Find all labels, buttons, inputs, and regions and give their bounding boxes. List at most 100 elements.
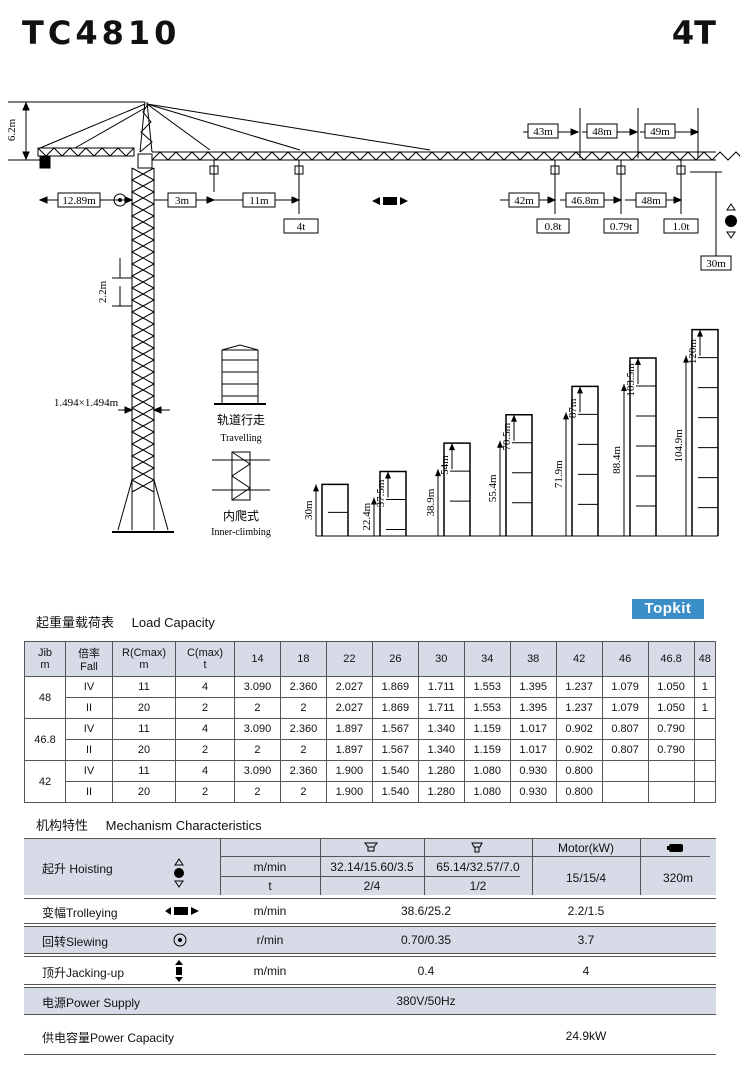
table-cell: 2 <box>279 697 327 719</box>
inner-cn: 内爬式 <box>223 509 259 523</box>
power-supply-label: 电源Power Supply <box>42 996 141 1010</box>
table-cell <box>693 781 717 803</box>
table-cell: 2.360 <box>279 676 327 698</box>
table-cell: 1.080 <box>463 781 511 803</box>
table-cell <box>601 760 649 782</box>
table-cell: 1.711 <box>417 676 465 698</box>
header-cmax: C(max)t <box>175 641 235 677</box>
dim-r468: 46.8m <box>571 195 599 207</box>
table-cell: 1.159 <box>463 718 511 740</box>
crane-diagram: 6.2m 12.89m 3m 11m 4t 43m 48m 49m 42m 46… <box>6 101 740 538</box>
slewing-icon <box>113 193 127 207</box>
table-cell: 20 <box>112 739 176 761</box>
dim-counter-jib: 12.89m <box>62 195 96 207</box>
arrow-head <box>313 484 319 492</box>
mech-title-en: Mechanism Characteristics <box>105 818 262 833</box>
jacking-motor: 4 <box>582 964 590 978</box>
mech-section-title: 机构特性 Mechanism Characteristics <box>36 815 276 834</box>
table-cell: 4 <box>175 760 235 782</box>
load-079: 0.79t <box>610 221 632 233</box>
table-cell: 1.237 <box>555 676 603 698</box>
table-cell: 1 <box>693 697 717 719</box>
dim-jib-43: 43m <box>533 126 553 138</box>
dim-section: 2.2m <box>97 280 109 303</box>
slewing-value: 0.70/0.35 <box>400 933 452 947</box>
slewing-motor: 3.7 <box>577 933 595 947</box>
slewing-row-icon <box>173 933 187 947</box>
dim-head-height: 6.2m <box>6 118 18 141</box>
jacking-value: 0.4 <box>417 964 435 978</box>
trolleying-icon <box>165 907 199 915</box>
header-radius-3: 26 <box>371 641 419 677</box>
header-radius-7: 42 <box>555 641 603 677</box>
dim-r42: 42m <box>514 195 534 207</box>
load-title-en: Load Capacity <box>131 615 215 630</box>
table-cell: IV <box>65 760 113 782</box>
power-capacity-label: 供电容量Power Capacity <box>42 1031 175 1045</box>
trolleying-motor: 2.2/1.5 <box>567 904 605 918</box>
table-cell: 3.090 <box>234 718 281 740</box>
max-capacity: 4T <box>671 14 716 52</box>
building-outline <box>691 328 719 536</box>
table-cell: 11 <box>112 718 176 740</box>
table-cell: 1.540 <box>371 760 419 782</box>
table-cell: 11 <box>112 676 176 698</box>
table-cell: 2.027 <box>325 676 373 698</box>
table-cell: 1.050 <box>647 697 695 719</box>
jacking-icon <box>175 960 183 982</box>
slewing-unit: r/min <box>256 933 284 947</box>
height-base-label: 55.4m <box>487 474 499 502</box>
header-radius-1: 18 <box>279 641 327 677</box>
arrow-head <box>577 386 583 394</box>
header-radius-9: 46.8 <box>647 641 695 677</box>
hoisting-unit-speed: m/min <box>253 860 287 874</box>
table-cell: 1.567 <box>371 739 419 761</box>
trolleying-unit: m/min <box>253 904 287 918</box>
dim-jib-48: 48m <box>592 126 612 138</box>
hook-a-icon <box>364 842 378 852</box>
dim-r48: 48m <box>641 195 661 207</box>
dim-mast-section: 1.494×1.494m <box>54 397 119 409</box>
header-radius-5: 34 <box>463 641 511 677</box>
table-cell: 2 <box>234 697 281 719</box>
load-08: 0.8t <box>545 221 562 233</box>
power-capacity-value: 24.9kW <box>565 1029 607 1043</box>
hoist-a-speed: 32.14/15.60/3.5 <box>330 860 414 874</box>
arrow-head <box>511 414 517 422</box>
table-cell: 1 <box>693 676 717 698</box>
table-cell: 1.017 <box>509 739 557 761</box>
table-cell: 1.280 <box>417 781 465 803</box>
table-cell: 1.900 <box>325 781 373 803</box>
building-outline <box>443 442 471 536</box>
table-cell: 1.395 <box>509 676 557 698</box>
table-cell: 1.340 <box>417 739 465 761</box>
slewing-label: 回转Slewing <box>42 935 109 949</box>
building-outline <box>321 483 349 536</box>
table-cell: 1.897 <box>325 718 373 740</box>
height-top-label: 54m <box>439 455 451 475</box>
table-cell: 1.050 <box>647 676 695 698</box>
arrow-head <box>621 383 627 391</box>
table-cell: II <box>65 781 113 803</box>
table-cell: 0.930 <box>509 760 557 782</box>
table-cell: 0.800 <box>555 760 603 782</box>
jib-length-cell: 42 <box>24 760 66 803</box>
table-cell: 0.930 <box>509 781 557 803</box>
height-base-label: 30m <box>303 500 315 520</box>
table-cell: 2.360 <box>279 760 327 782</box>
arrow-head <box>635 357 641 365</box>
mech-title-cn: 机构特性 <box>36 818 89 833</box>
mechanism-table: 起升 Hoisting Motor(kW) m/min t 32.14/15.6… <box>24 838 716 1058</box>
table-cell: 1.553 <box>463 697 511 719</box>
table-cell: II <box>65 739 113 761</box>
header-radius-0: 14 <box>234 641 281 677</box>
arrow-head <box>697 329 703 337</box>
dim-h30: 30m <box>706 258 726 270</box>
table-cell <box>693 739 717 761</box>
table-cell: 2 <box>279 781 327 803</box>
dim-jib-49: 49m <box>650 126 670 138</box>
